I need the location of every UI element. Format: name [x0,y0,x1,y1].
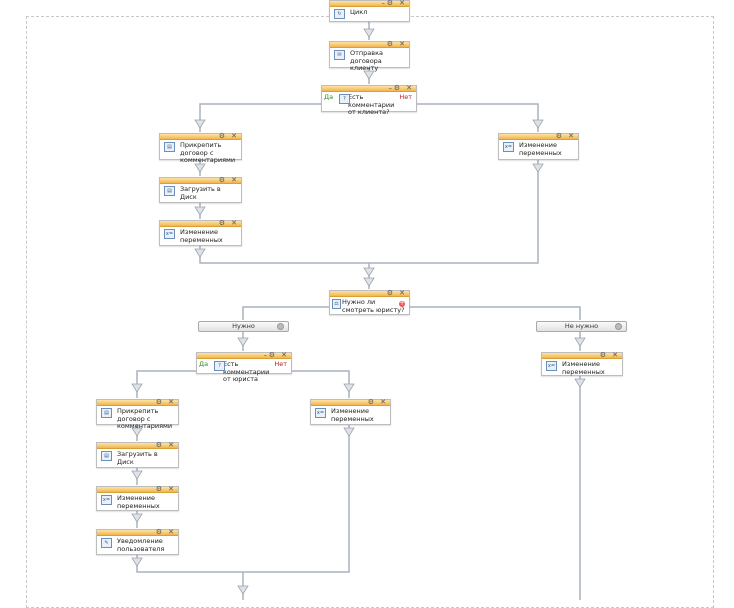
add-branch-icon[interactable]: + [399,300,405,307]
block-condition-client-comments[interactable]: –⚙ ✕ Да?Есть комментарии от клиента? Нет [321,84,417,116]
block-label: Изменение переменных [331,407,374,423]
block-label: Изменение переменных [562,360,605,376]
close-icon[interactable]: ✕ [568,132,574,140]
gear-icon[interactable]: ⚙ [386,0,393,7]
notification-icon: ✎ [101,538,112,548]
no-label: Нет [399,93,412,101]
block-cycle[interactable]: –⚙ ✕ ↻ Цикл [329,0,410,22]
block-condition-lawyer-comments[interactable]: –⚙ ✕ Да?Есть комментарии от юриста Нет [196,351,292,383]
block-label: Отправка договора клиенту [350,49,384,72]
close-icon[interactable]: ✕ [168,528,174,536]
lawyer-icon: ⚖ [332,299,341,309]
block-send-contract[interactable]: ⚙ ✕ ✉ Отправка договора клиенту [329,40,410,72]
block-notify-user[interactable]: ⚙ ✕ ✎ Уведомление пользователя [96,529,179,555]
gear-icon[interactable]: ⚙ [386,40,393,48]
gear-icon[interactable]: ⚙ [155,528,162,536]
branch-not-need[interactable]: Не нужно [536,321,627,332]
branch-settings-icon[interactable] [615,323,622,330]
variables-icon: x= [101,495,112,505]
close-icon[interactable]: ✕ [231,132,237,140]
close-icon[interactable]: ✕ [612,351,618,359]
attach-file-icon: ▤ [101,408,112,418]
condition-icon: ? [214,361,225,371]
close-icon[interactable]: ✕ [281,351,287,359]
variables-icon: x= [503,142,514,152]
close-icon[interactable]: ✕ [168,441,174,449]
gear-icon[interactable]: ⚙ [393,84,400,92]
block-label: Прикрепить договор с комментариями [117,407,173,430]
block-label: Прикрепить договор с комментариями [180,141,236,164]
branch-label: Нужно [232,322,255,330]
block-change-variables[interactable]: ⚙ ✕ x= Изменение переменных [310,399,391,425]
upload-icon: ▤ [101,451,112,461]
gear-icon[interactable]: ⚙ [555,132,562,140]
gear-icon[interactable]: ⚙ [218,176,225,184]
block-need-lawyer[interactable]: ⚙ ✕ ⚖Нужно ли смотреть юристу?+ [329,290,410,315]
close-icon[interactable]: ✕ [399,0,405,7]
block-label: Загрузить в Диск [117,450,158,466]
block-attach-contract[interactable]: ⚙ ✕ ▤ Прикрепить договор с комментариями [96,398,179,430]
close-icon[interactable]: ✕ [380,398,386,406]
block-change-variables[interactable]: ⚙ ✕ x= Изменение переменных [541,352,623,376]
gear-icon[interactable]: ⚙ [155,398,162,406]
variables-icon: x= [164,229,175,239]
block-change-variables[interactable]: ⚙ ✕ x= Изменение переменных [96,486,179,511]
block-label: Цикл [350,8,368,16]
block-label: Загрузить в Диск [180,185,221,201]
close-icon[interactable]: ✕ [231,176,237,184]
branch-settings-icon[interactable] [277,323,284,330]
gear-icon[interactable]: ⚙ [155,485,162,493]
close-icon[interactable]: ✕ [406,84,412,92]
gear-icon[interactable]: ⚙ [386,289,393,297]
block-label: Есть комментарии от клиента? [348,93,395,116]
variables-icon: x= [546,361,557,371]
variables-icon: x= [315,408,326,418]
upload-icon: ▤ [164,186,175,196]
block-attach-contract[interactable]: ⚙ ✕ ▤ Прикрепить договор с комментариями [159,132,242,164]
document-send-icon: ✉ [334,50,345,60]
block-label: Нужно ли смотреть юристу? [342,298,405,314]
block-label: Изменение переменных [519,141,562,157]
block-upload-disk[interactable]: ⚙ ✕ ▤ Загрузить в Диск [96,442,179,468]
close-icon[interactable]: ✕ [231,219,237,227]
branch-need[interactable]: Нужно [198,321,289,332]
yes-label: Да [199,360,209,368]
block-change-variables[interactable]: ⚙ ✕ x= Изменение переменных [498,133,579,160]
condition-icon: ? [339,94,350,104]
minimize-icon[interactable]: – [388,84,393,92]
attach-file-icon: ▤ [164,142,175,152]
gear-icon[interactable]: ⚙ [218,219,225,227]
minimize-icon[interactable]: – [381,0,386,7]
no-label: Нет [274,360,287,368]
block-label: Изменение переменных [117,494,160,510]
close-icon[interactable]: ✕ [399,40,405,48]
yes-label: Да [324,93,334,101]
branch-label: Не нужно [564,322,599,330]
block-upload-disk[interactable]: ⚙ ✕ ▤ Загрузить в Диск [159,177,242,203]
block-label: Уведомление пользователя [117,537,165,553]
gear-icon[interactable]: ⚙ [155,441,162,449]
close-icon[interactable]: ✕ [168,485,174,493]
gear-icon[interactable]: ⚙ [367,398,374,406]
block-label: Есть комментарии от юриста [223,360,270,383]
gear-icon[interactable]: ⚙ [599,351,606,359]
gear-icon[interactable]: ⚙ [268,351,275,359]
gear-icon[interactable]: ⚙ [218,132,225,140]
minimize-icon[interactable]: – [263,351,268,359]
block-label: Изменение переменных [180,228,223,244]
close-icon[interactable]: ✕ [399,289,405,297]
close-icon[interactable]: ✕ [168,398,174,406]
block-change-variables[interactable]: ⚙ ✕ x= Изменение переменных [159,220,242,246]
cycle-icon: ↻ [334,9,345,19]
